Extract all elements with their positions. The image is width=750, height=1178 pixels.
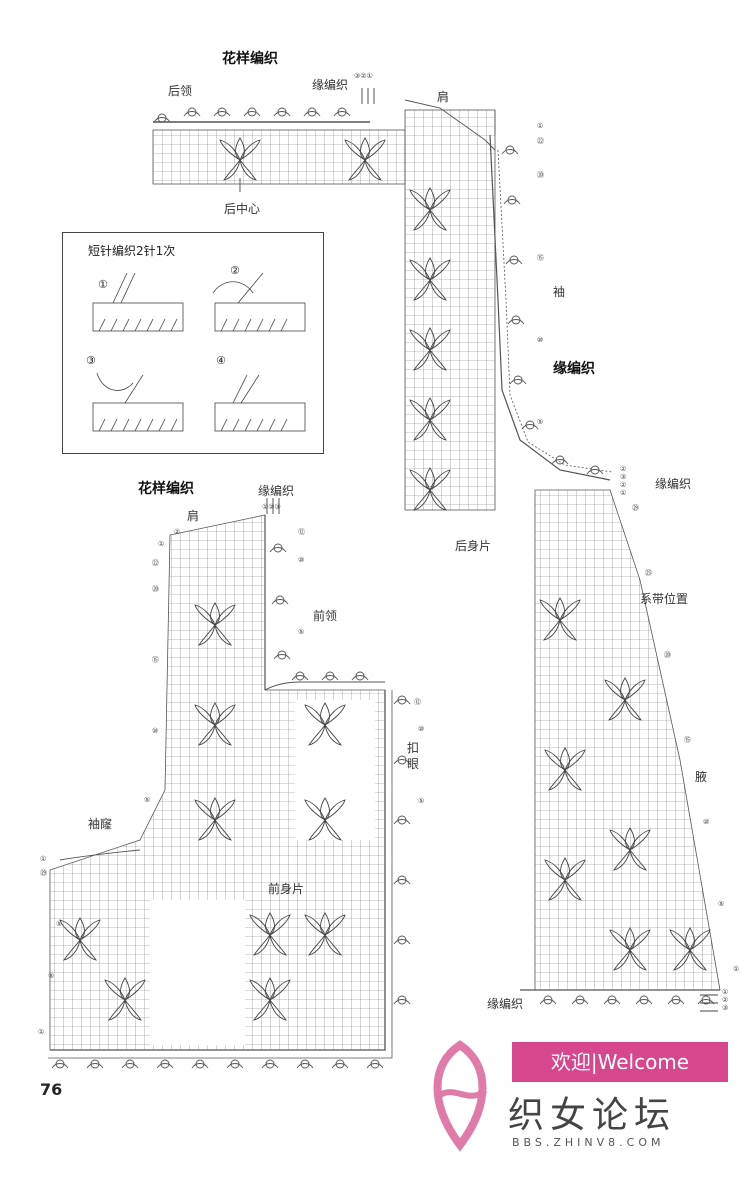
row-mark: ① <box>733 965 740 973</box>
forum-url: BBS.ZHINV8.COM <box>512 1136 665 1149</box>
row-mark: ① <box>620 489 627 497</box>
shoulder-label-top: 肩 <box>437 90 450 104</box>
row-mark: ⑤ <box>718 900 725 908</box>
page-number: 76 <box>40 1080 63 1099</box>
row-mark: ⑳ <box>664 651 671 659</box>
side-label: 腋 <box>695 770 708 784</box>
edge-label-top: 缘编织 <box>312 78 349 92</box>
row-mark: ⑳ <box>152 585 159 593</box>
row-mark: ③ <box>722 1004 729 1012</box>
row-mark: ⑩ <box>152 727 159 735</box>
row-mark: ⑤ <box>144 796 151 804</box>
row-mark: ⑤ <box>537 418 544 426</box>
row-mark: ① <box>38 1028 45 1036</box>
back-yoke <box>152 99 496 511</box>
shoulder-label-mid: 肩 <box>187 509 200 523</box>
row-mark: ② <box>722 996 729 1004</box>
edge-label-mid: 缘编织 <box>258 484 295 498</box>
row-mark: ⑤ <box>298 628 305 636</box>
row-mark: ⑮ <box>537 254 544 262</box>
row-mark: ① <box>158 540 165 548</box>
row-mark: ① <box>722 988 729 996</box>
row-mark: ㉙ <box>40 869 47 877</box>
row-mark: ⑮ <box>152 656 159 664</box>
row-mark: ⑮ <box>684 736 691 744</box>
front-bottom-edging <box>51 1059 384 1069</box>
row-mark: ⑤ <box>56 920 63 928</box>
back-piece <box>520 489 721 991</box>
inset-title: 短针编织2针1次 <box>88 244 176 258</box>
step-1-marker: ① <box>98 278 108 291</box>
row-mark: ⑩ <box>537 336 544 344</box>
pattern-title-top: 花样编织 <box>222 51 278 67</box>
row-mark: ⑩ <box>298 556 305 564</box>
front-neck-label: 前领 <box>313 609 338 623</box>
row-mark: ⑩ <box>703 818 710 826</box>
edge-arrows <box>239 88 718 1012</box>
edge-label-right: 缘编织 <box>655 477 692 491</box>
back-bottom-edging <box>539 995 715 1005</box>
row-mark: ③ <box>620 473 627 481</box>
edge-rows-top: ③②① <box>354 72 373 80</box>
forum-name: 织女论坛 <box>508 1095 677 1136</box>
row-mark: ⑫ <box>298 528 305 536</box>
row-mark: ⑳ <box>537 171 544 179</box>
row-mark: ① <box>40 855 47 863</box>
back-neck-label: 后领 <box>168 84 193 98</box>
row-mark: ⑤ <box>418 797 425 805</box>
edge-label-bottom: 缘编织 <box>487 997 524 1011</box>
technique-illustrations <box>92 272 306 432</box>
front-piece <box>48 514 393 1059</box>
forum-logo-icon <box>433 1040 488 1152</box>
technique-inset <box>62 232 324 454</box>
row-mark: ② <box>620 465 627 473</box>
sleeve-edge-label: 缘编织 <box>553 361 595 377</box>
back-center-label: 后中心 <box>224 202 261 216</box>
back-neck-edging <box>153 107 351 123</box>
step-4-marker: ④ <box>216 354 226 367</box>
step-2-marker: ② <box>230 264 240 277</box>
tie-position-label: 系带位置 <box>640 592 689 606</box>
pattern-title-mid: 花样编织 <box>138 481 194 497</box>
row-mark: ㉙ <box>632 504 639 512</box>
row-mark: ㉒ <box>152 559 159 567</box>
row-mark: ② <box>620 481 627 489</box>
sleeve-band <box>489 110 613 481</box>
back-piece-label: 后身片 <box>455 539 492 553</box>
step-3-marker: ③ <box>86 354 96 367</box>
row-mark: ㉒ <box>537 137 544 145</box>
row-mark: ② <box>174 528 181 536</box>
row-mark: ⑩ <box>418 725 425 733</box>
row-mark: ⑤ <box>48 972 55 980</box>
row-mark: ⑫ <box>414 698 421 706</box>
edge-rows-mid: ①②③ <box>262 503 281 511</box>
sleeve-edging <box>501 145 604 475</box>
buttonhole-label: 扣眼 <box>407 741 420 771</box>
armhole-curve <box>59 849 141 861</box>
front-piece-label: 前身片 <box>268 882 305 896</box>
row-mark: ① <box>537 122 544 130</box>
armhole-label: 袖窿 <box>88 817 113 831</box>
row-mark: ㉕ <box>645 569 652 577</box>
sleeve-label: 袖 <box>553 285 566 299</box>
welcome-banner: 欢迎|Welcome <box>512 1042 728 1082</box>
